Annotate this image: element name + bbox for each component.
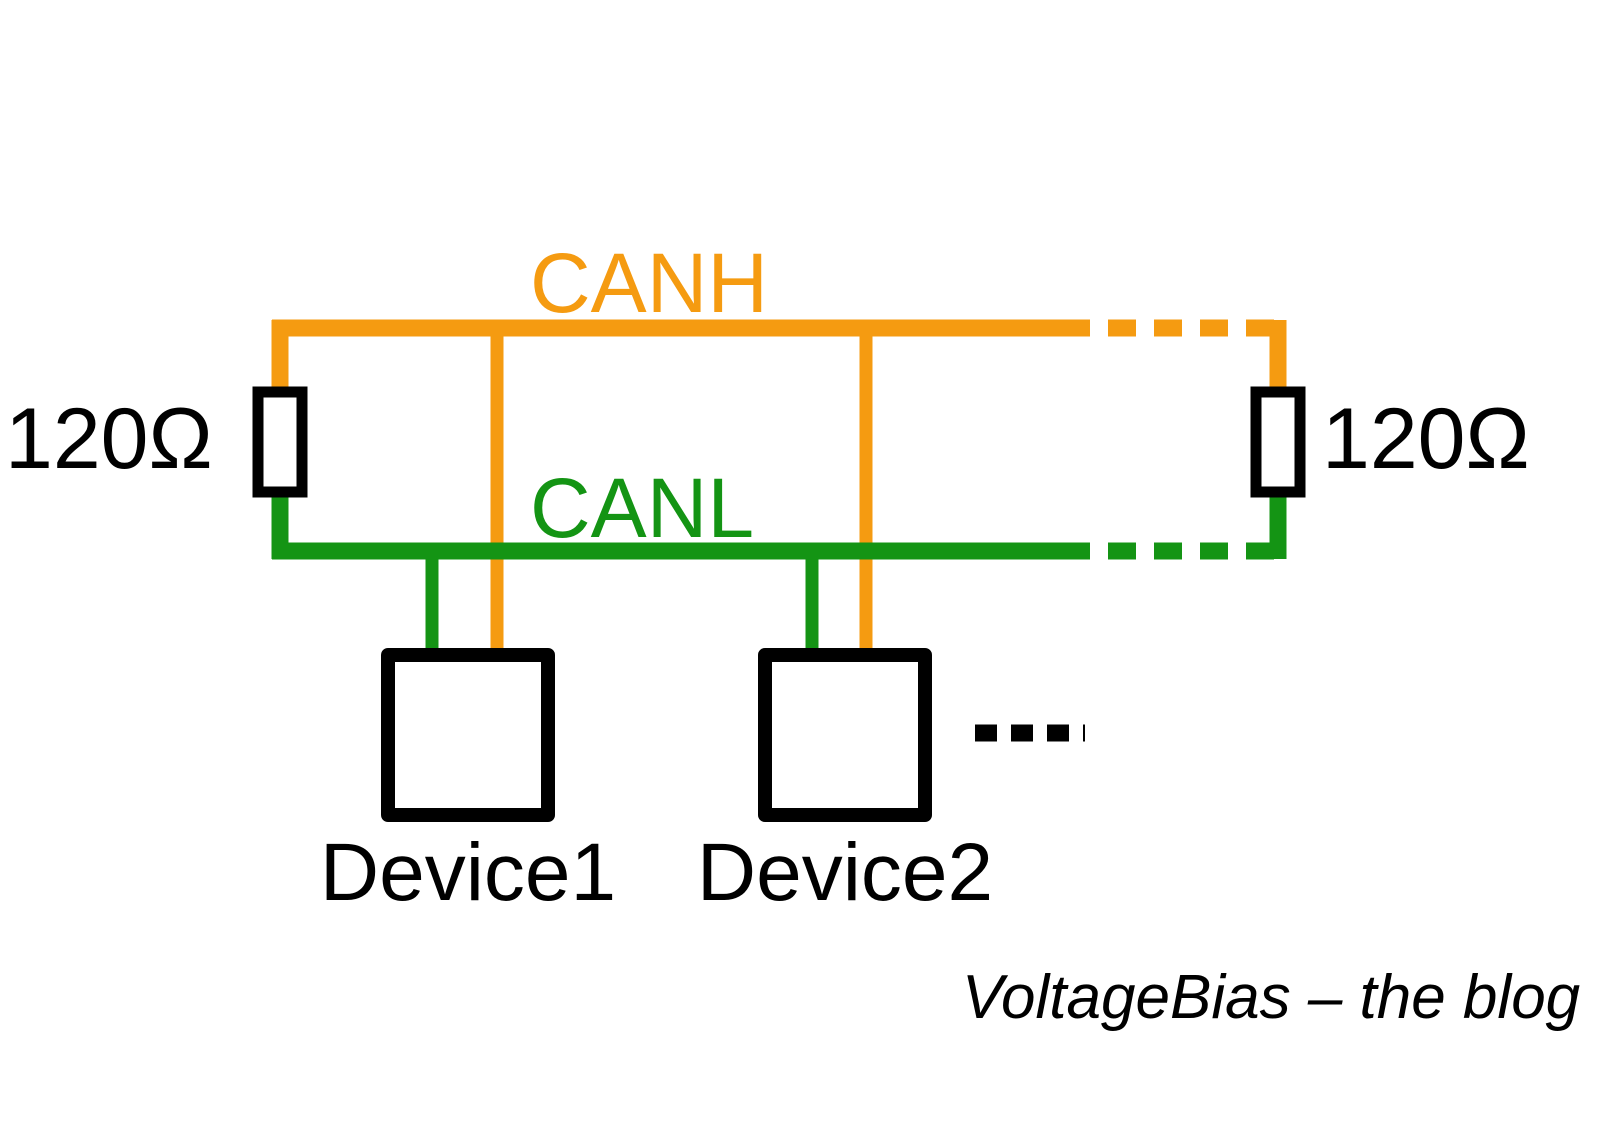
canl-network (271, 487, 1287, 660)
terminator-left-resistor-symbol (252, 386, 308, 498)
blog-signature: VoltageBias – the blog (962, 963, 1580, 1032)
terminator-left-label: 120Ω (5, 391, 213, 487)
device2-label: Device2 (697, 827, 993, 918)
canh-bus-label: CANH (530, 236, 768, 330)
device1-label: Device1 (320, 827, 616, 918)
terminator-right-resistor-symbol (1250, 386, 1306, 498)
canl-bus-label: CANL (530, 461, 754, 555)
terminator-left (252, 386, 308, 498)
canh-network (271, 319, 1287, 660)
device2-box (758, 648, 932, 822)
device1-box (381, 648, 555, 822)
terminator-right-label: 120Ω (1322, 391, 1530, 487)
device1-node (381, 648, 555, 822)
terminator-right (1250, 386, 1306, 498)
device2-node (758, 648, 932, 822)
